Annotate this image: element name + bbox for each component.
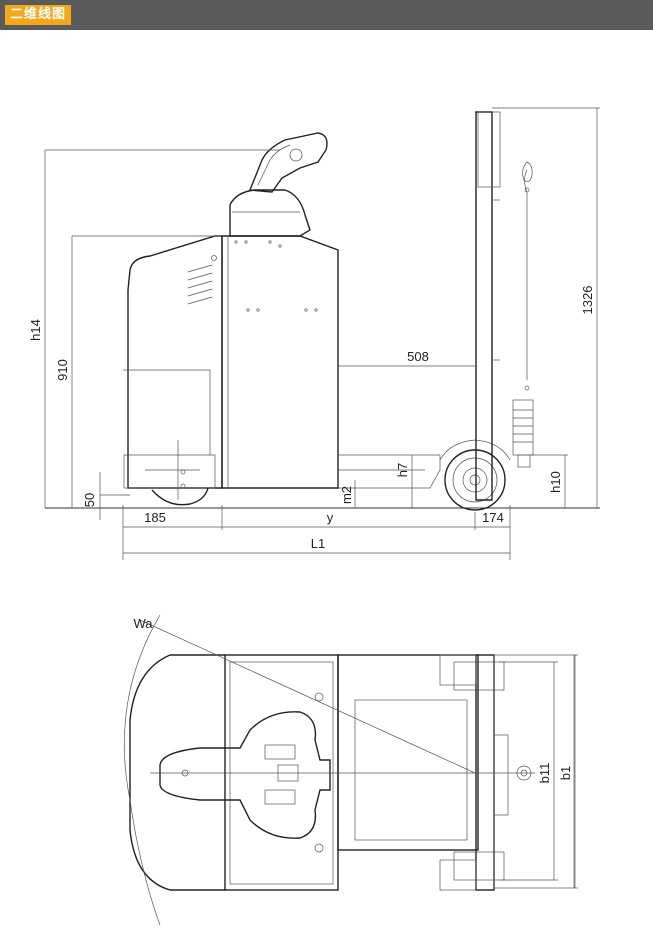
dim-174: 174	[482, 510, 504, 525]
dim-508: 508	[407, 349, 429, 364]
dim-m2: m2	[339, 486, 354, 504]
dim-910: 910	[55, 359, 70, 381]
dim-1326: 1326	[580, 286, 595, 315]
header-bar	[0, 0, 653, 30]
dim-b11: b11	[537, 763, 552, 784]
dim-b1: b1	[558, 766, 573, 780]
section-title: 二维线图	[5, 5, 72, 25]
dim-L1: L1	[311, 536, 325, 551]
dim-h14: h14	[28, 319, 43, 341]
side-view: h14 910 50 185 y 174 L1 m2 h7 h10 508	[28, 107, 600, 560]
dim-Wa: Wa	[133, 616, 153, 631]
dim-h7: h7	[395, 463, 410, 477]
dim-h10: h10	[548, 471, 563, 493]
dim-50: 50	[82, 493, 97, 507]
top-view: Wa b11 b1	[123, 614, 578, 926]
dim-185: 185	[144, 510, 166, 525]
dim-y: y	[327, 510, 334, 525]
